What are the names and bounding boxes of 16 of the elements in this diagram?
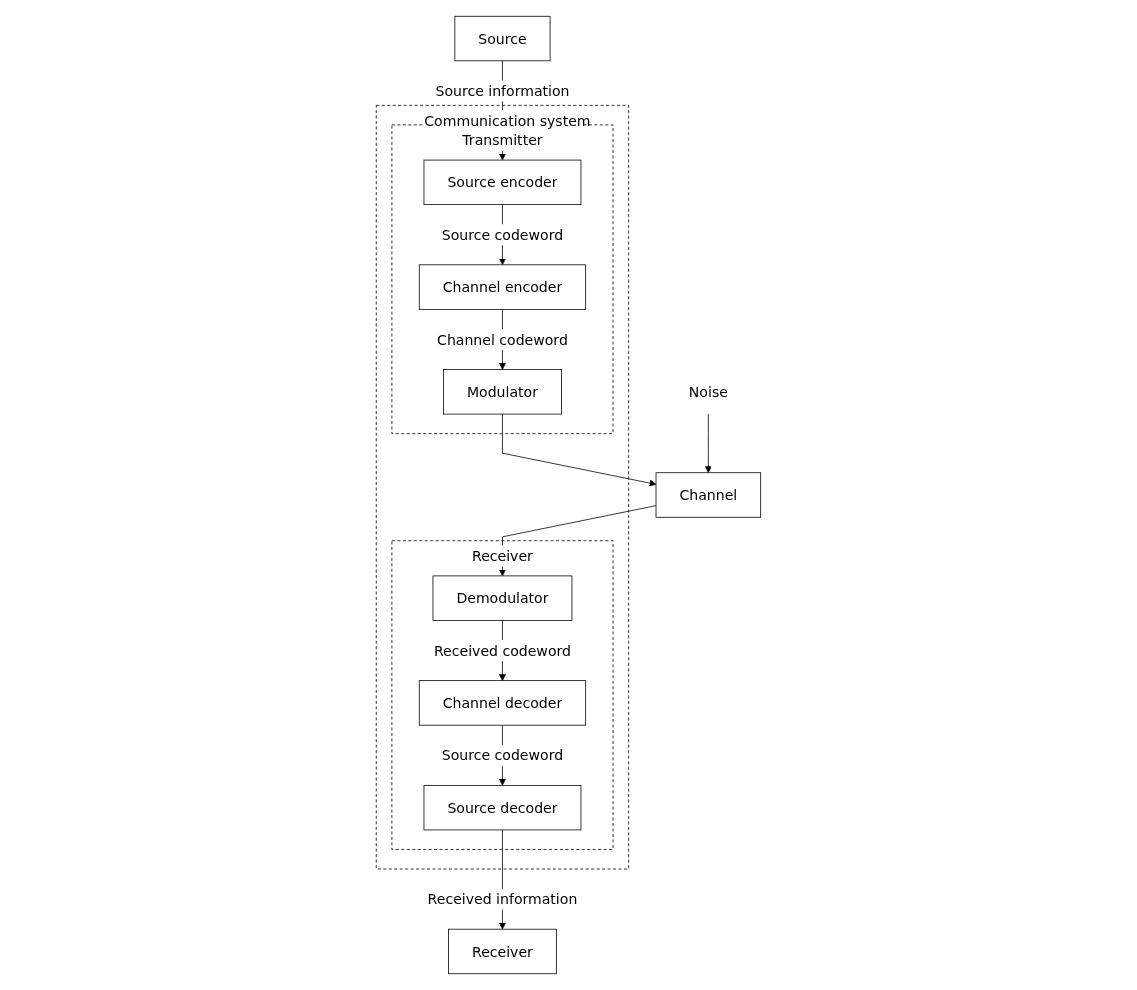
node-box: Demodulator: [432, 575, 573, 621]
edge-label: Source information: [435, 82, 570, 100]
node-box: Modulator: [443, 369, 562, 415]
edge-label: Source codeword: [441, 747, 564, 764]
node-text: Noise: [688, 383, 728, 401]
edge-label: Received information: [427, 890, 578, 908]
node-box: Channel decoder: [418, 680, 587, 726]
node-box: Channel encoder: [418, 264, 587, 310]
edge-label: Source codeword: [441, 226, 564, 243]
edge-label: Channel codeword: [437, 331, 568, 348]
edge-label: Received codeword: [433, 642, 571, 659]
node-box: Source decoder: [423, 785, 582, 831]
node-box: Receiver: [448, 928, 557, 975]
node-box: Source: [454, 15, 551, 62]
node-box: Source encoder: [423, 159, 582, 205]
node-box: Channel: [655, 472, 762, 518]
